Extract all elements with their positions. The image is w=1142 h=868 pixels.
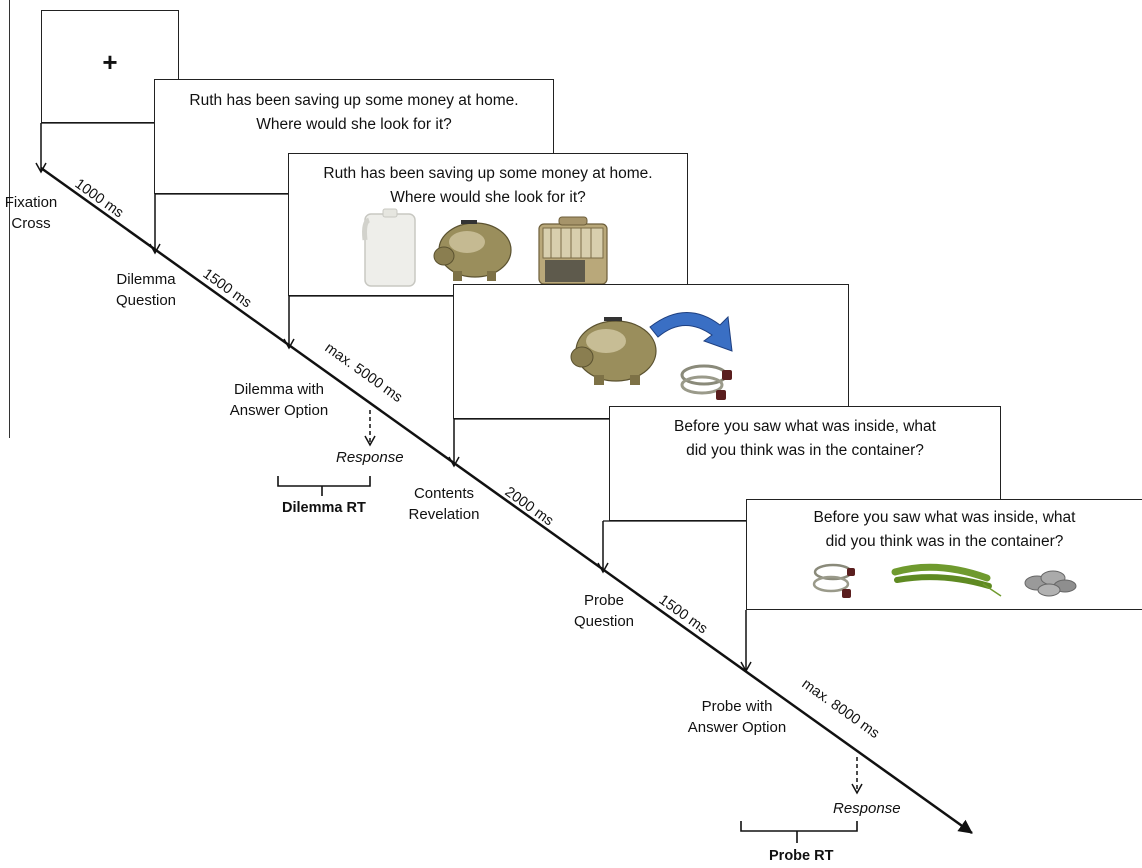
- pet-carrier-image: [538, 216, 608, 285]
- label-contents-line2: Revelation: [408, 506, 480, 523]
- dilemma-answer-line2: Where would she look for it?: [390, 189, 586, 206]
- probe-answer-line1: Before you saw what was inside, what: [813, 509, 1076, 526]
- dilemma-answer-line1: Ruth has been saving up some money at ho…: [323, 165, 653, 182]
- contents-revelation-screen: [453, 284, 849, 419]
- left-rule: [9, 0, 10, 438]
- blue-curved-arrow-icon: [649, 312, 733, 352]
- bicycle-lock-image: [812, 563, 855, 598]
- probe-question-line1: Before you saw what was inside, what: [674, 418, 936, 435]
- label-fixation-line1: Fixation: [4, 194, 58, 211]
- label-probe-question-line2: Question: [573, 613, 635, 630]
- label-dilemma-question-line1: Dilemma: [116, 271, 176, 288]
- dilemma-answer-screen: Ruth has been saving up some money at ho…: [288, 153, 688, 296]
- label-dilemma-answer: Dilemma with Answer Option: [214, 379, 344, 421]
- label-probe-question-line1: Probe: [583, 592, 625, 609]
- piggy-bank-image: [570, 317, 657, 385]
- bicycle-lock-image: [680, 364, 732, 400]
- label-probe-answer-line1: Probe with: [701, 698, 773, 715]
- piggy-bank-image: [433, 220, 512, 281]
- label-probe-question: Probe Question: [562, 590, 646, 632]
- label-probe-answer-line2: Answer Option: [687, 719, 787, 736]
- label-dilemma-answer-line1: Dilemma with: [233, 381, 324, 398]
- label-dilemma-answer-line2: Answer Option: [229, 402, 329, 419]
- label-fixation-line2: Cross: [11, 215, 51, 232]
- timeline-axis: [40, 166, 973, 835]
- probe-rt-label: Probe RT: [769, 848, 834, 864]
- probe-response-label: Response: [833, 800, 901, 817]
- coins-image: [1024, 570, 1077, 597]
- probe-rt-brace: [740, 821, 858, 843]
- dilemma-rt-label: Dilemma RT: [282, 500, 366, 516]
- label-probe-answer: Probe with Answer Option: [672, 696, 802, 738]
- green-beans-image: [891, 563, 1002, 597]
- probe-question-line2: did you think was in the container?: [686, 442, 924, 459]
- dilemma-question-line1: Ruth has been saving up some money at ho…: [189, 92, 519, 109]
- dilemma-rt-brace: [277, 476, 371, 496]
- dilemma-question-line2: Where would she look for it?: [256, 116, 452, 133]
- dilemma-response-label: Response: [336, 449, 404, 466]
- probe-answer-screen: Before you saw what was inside, what did…: [746, 499, 1142, 610]
- label-contents-line1: Contents: [413, 485, 475, 502]
- probe-answer-line2: did you think was in the container?: [825, 533, 1064, 550]
- label-fixation-cross: Fixation Cross: [0, 192, 62, 234]
- label-dilemma-question-line2: Question: [115, 292, 177, 309]
- label-contents-revelation: Contents Revelation: [402, 483, 486, 525]
- label-dilemma-question: Dilemma Question: [104, 269, 188, 311]
- plastic-jug-image: [362, 208, 416, 287]
- fixation-cross: +: [102, 47, 118, 77]
